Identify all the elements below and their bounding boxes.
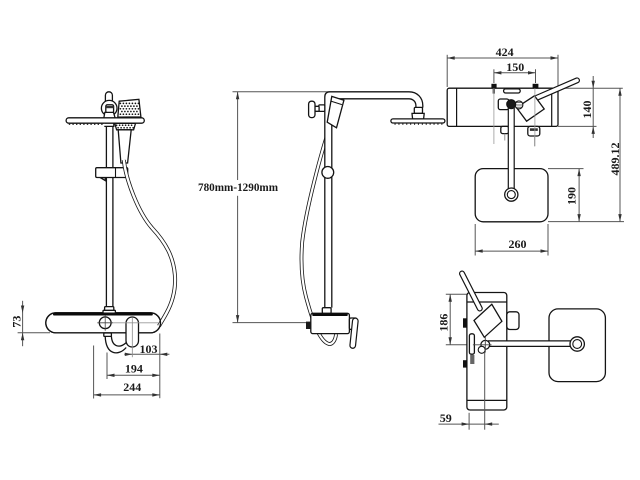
svg-text:190: 190: [564, 187, 578, 205]
svg-text:103: 103: [140, 342, 158, 356]
svg-text:244: 244: [123, 380, 141, 394]
svg-text:140: 140: [580, 101, 594, 119]
svg-text:424: 424: [496, 45, 514, 59]
svg-text:186: 186: [437, 314, 451, 332]
svg-text:780mm-1290mm: 780mm-1290mm: [198, 180, 278, 194]
svg-text:59: 59: [440, 411, 452, 425]
svg-text:73: 73: [9, 316, 23, 328]
svg-text:194: 194: [125, 361, 143, 375]
svg-text:489.12: 489.12: [608, 143, 622, 176]
svg-text:150: 150: [506, 60, 524, 74]
svg-text:260: 260: [509, 237, 527, 251]
